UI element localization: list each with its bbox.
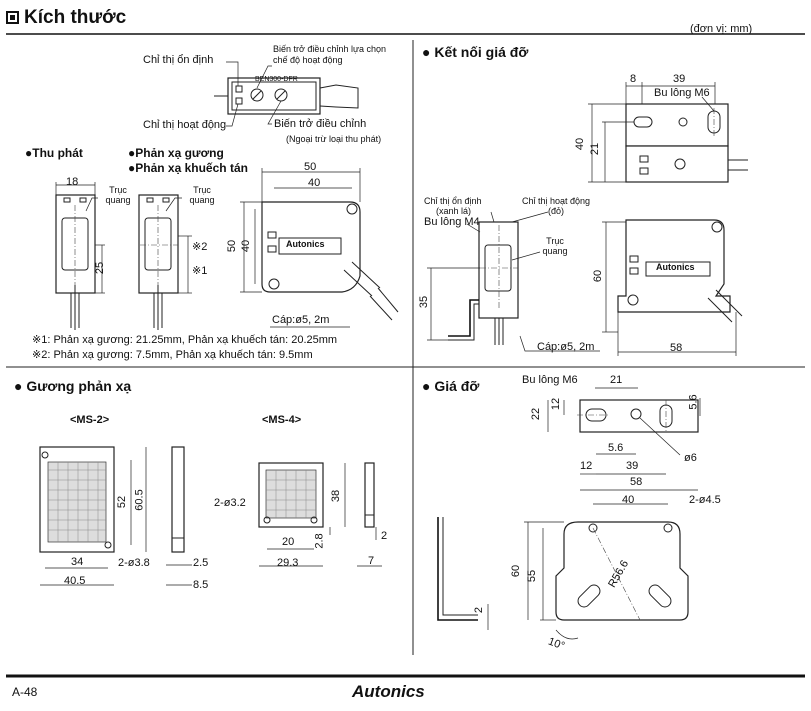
- sensor-top-view: [214, 61, 359, 127]
- label-optical-axis-2: Trục quang: [189, 185, 215, 205]
- label-optical-axis-1: Trục quang: [105, 185, 131, 205]
- type-emitter: ●Thu phát: [25, 146, 83, 160]
- dim-85: 8.5: [193, 579, 209, 591]
- emitter-view: [55, 182, 105, 330]
- dim-18: 18: [66, 176, 79, 188]
- label-stability-green: Chỉ thị ổn định: [424, 196, 482, 206]
- mark-2: ※2: [192, 241, 208, 253]
- label-stability-indicator: Chỉ thị ổn định: [143, 54, 214, 66]
- dim-12a: 12: [550, 397, 563, 411]
- dim-7: 7: [368, 555, 375, 567]
- bracket-side-and-flat: [437, 503, 689, 640]
- reflective-view: [138, 194, 192, 330]
- dim-405: 40.5: [64, 575, 86, 587]
- section-bracket-connection: ● Kết nối giá đỡ: [422, 44, 529, 60]
- label-bolt-m6-a: Bu lông M6: [654, 87, 710, 99]
- reflector-ms2: [39, 446, 192, 586]
- dim-58b: 58: [630, 476, 643, 488]
- dim-w40: 40: [308, 177, 321, 189]
- label-operation-indicator: Chỉ thị hoạt động: [143, 119, 227, 131]
- dim-40b: 40: [622, 494, 635, 506]
- dim-22: 22: [530, 407, 543, 421]
- dim-56b: 5.6: [608, 442, 624, 454]
- label-adjuster-note: (Ngoại trừ loại thu phát): [286, 134, 382, 144]
- section-reflector: ● Gương phản xạ: [14, 378, 132, 394]
- label-bolt-m6-b: Bu lông M6: [522, 374, 578, 386]
- page-number: A-48: [12, 685, 38, 699]
- type-mirror: ●Phản xạ gương: [128, 146, 224, 160]
- bracket-conn-side: [427, 211, 600, 352]
- dim-60a: 60: [592, 269, 605, 283]
- hole-32: 2-ø3.2: [214, 497, 246, 509]
- dim-2b: 2: [473, 606, 486, 614]
- dim-58a: 58: [670, 342, 683, 354]
- dim-38: 38: [330, 489, 343, 503]
- title-square-icon: [6, 11, 19, 24]
- label-ms4: <MS-4>: [262, 414, 302, 426]
- unit-note: (đơn vị: mm): [690, 23, 753, 35]
- dim-25: 25: [94, 261, 107, 275]
- bracket-conn-front: [602, 219, 743, 356]
- label-adjuster: Biến trở điều chỉnh: [274, 118, 367, 130]
- dim-39b: 39: [626, 460, 639, 472]
- dim-52: 52: [116, 495, 129, 509]
- brand-on-sensor: Autonics: [286, 239, 325, 249]
- sensor-side-view: [240, 168, 399, 328]
- dim-8: 8: [630, 73, 637, 85]
- label-ms2: <MS-2>: [70, 414, 110, 426]
- label-green: (xanh lá): [436, 206, 472, 216]
- brand-on-bracket-sensor: Autonics: [656, 262, 695, 272]
- dim-21b: 21: [610, 374, 623, 386]
- dim-35: 35: [418, 295, 431, 309]
- label-model: BEN300-DFR: [255, 76, 298, 83]
- dim-h50: 50: [226, 239, 239, 253]
- mark-1: ※1: [192, 265, 208, 277]
- dim-h40: 40: [240, 239, 253, 253]
- dim-w50: 50: [304, 161, 317, 173]
- note-2: ※2: Phản xạ gương: 7.5mm, Phản xạ khuếch…: [32, 349, 313, 361]
- label-red: (đỏ): [548, 206, 565, 216]
- hole-45: 2-ø4.5: [689, 494, 721, 506]
- cable-note-1: Cáp:ø5, 2m: [272, 314, 330, 326]
- bracket-conn-top: [588, 82, 748, 183]
- dim-56a: 5.6: [687, 394, 700, 410]
- label-operation-red: Chỉ thị hoạt động: [522, 196, 591, 206]
- label-optical-axis-3: Trục quang: [542, 236, 568, 256]
- bracket-top-view: [547, 387, 701, 491]
- dim-60b: 60: [510, 564, 523, 578]
- dim-293: 29.3: [277, 557, 299, 569]
- dim-25b: 2.5: [193, 557, 209, 569]
- label-bolt-m4: Bu lông M4: [424, 216, 480, 228]
- dim-20: 20: [282, 536, 295, 548]
- footer-brand: Autonics: [352, 682, 425, 701]
- type-diffuse: ●Phản xạ khuếch tán: [128, 161, 248, 175]
- dim-phi6: ø6: [684, 452, 697, 464]
- dim-2a: 2: [381, 530, 388, 542]
- cable-note-2: Cáp:ø5, 2m: [537, 341, 595, 353]
- dim-12b: 12: [580, 460, 593, 472]
- label-mode-selector: Biến trở điều chỉnh lựa chọn chế độ hoạt…: [273, 44, 386, 65]
- dim-21a: 21: [589, 142, 602, 156]
- note-1: ※1: Phản xạ gương: 21.25mm, Phản xạ khuế…: [32, 334, 338, 346]
- dim-55: 55: [526, 569, 539, 583]
- hole-38: 2-ø3.8: [118, 557, 150, 569]
- page-title: Kích thước: [24, 7, 127, 28]
- dim-40a: 40: [574, 137, 587, 151]
- reflector-ms4: [258, 462, 382, 567]
- dim-28: 2.8: [313, 533, 326, 549]
- dim-605: 60.5: [133, 489, 146, 511]
- dim-39a: 39: [673, 73, 686, 85]
- section-bracket: ● Giá đỡ: [422, 378, 480, 394]
- dim-34: 34: [71, 556, 84, 568]
